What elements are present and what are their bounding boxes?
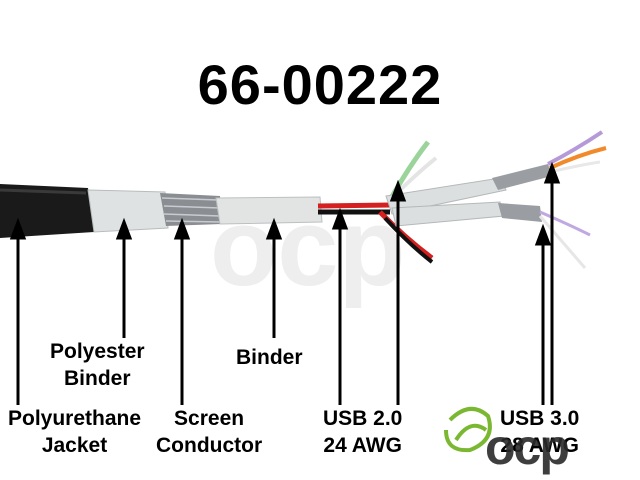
arrowhead-binder (265, 217, 283, 240)
ocp-logo-swirl-icon (444, 407, 492, 453)
wire-orange (549, 146, 607, 170)
jacket-highlight (0, 188, 87, 195)
wire-purple (547, 130, 604, 166)
wire-red (317, 202, 391, 209)
wire-black-tail (383, 216, 434, 264)
arrowhead-usb2-b (389, 179, 407, 202)
wire-lavender (539, 210, 591, 237)
inner-binder (215, 196, 323, 225)
arrowhead-usb2-a (331, 207, 349, 230)
wire-white-3 (538, 215, 587, 269)
braid-screen (160, 193, 222, 226)
arrowhead-usb3-b (543, 161, 561, 184)
arrowhead-jacket (9, 217, 27, 240)
arrowhead-usb3-a (534, 223, 552, 246)
usb3-upper-foil (385, 177, 507, 215)
usb3-upper-braid (492, 164, 552, 190)
label-binder: Binder (236, 346, 303, 369)
callout-arrows (9, 161, 561, 405)
polyester-binder-foil (87, 189, 169, 233)
ocp-logo: ocp (485, 419, 570, 475)
usb3-lower-braid (498, 203, 542, 222)
cable-jacket (0, 184, 94, 238)
arrowhead-polyester-binder (115, 217, 133, 240)
braid-texture (161, 197, 221, 223)
arrowhead-screen (173, 217, 191, 240)
page-title: 66-00222 (197, 53, 443, 116)
